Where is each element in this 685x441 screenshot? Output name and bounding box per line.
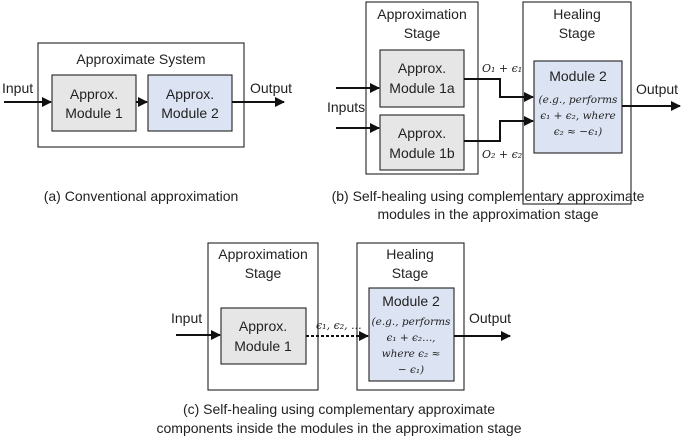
output-label: Output [250, 80, 292, 96]
approx-module-1-c-label-line1: Approx. [239, 318, 287, 334]
output-label-c: Output [469, 310, 511, 326]
approximation-stage-title-c-line1: Approximation [218, 246, 308, 262]
inputs-label: Inputs [327, 99, 365, 115]
caption-b-line2: modules in the approximation stage [377, 206, 598, 222]
healing-module-2-title: Module 2 [549, 68, 607, 84]
wire-label-errors: ϵ₁, ϵ₂, ... [316, 319, 362, 332]
module-1a-to-healing-wire [464, 78, 534, 102]
approximate-system-title: Approximate System [76, 51, 205, 67]
healing-stage-title-line1: Healing [553, 6, 600, 22]
input-label-c: Input [171, 310, 202, 326]
healing-stage-title-c-line2: Stage [392, 265, 429, 281]
healing-module-2-detail-line3: ϵ₂ ≈ −ϵ₁) [554, 126, 603, 138]
panel-a: Approximate System Approx. Module 1 Appr… [2, 42, 292, 204]
healing-stage-title-line2: Stage [559, 25, 596, 41]
wire-label-o2-e2: O₂ + ϵ₂ [482, 148, 522, 161]
healing-module-2-c-detail-line1: (e.g., performs [372, 316, 452, 328]
approx-module-2-box [147, 74, 233, 132]
approx-module-1a-label-line2: Module 1a [389, 80, 455, 96]
approx-module-1a-box [379, 49, 465, 108]
healing-module-2-c-title: Module 2 [382, 293, 440, 309]
healing-module-2-box-c [368, 287, 455, 382]
caption-b-line1: (b) Self-healing using complementary app… [332, 188, 645, 204]
approx-module-2-label-line1: Approx. [166, 86, 214, 102]
approx-module-1-c-label-line2: Module 1 [234, 338, 292, 354]
healing-module-2-detail-line2: ϵ₁ + ϵ₂, where [540, 110, 616, 122]
panel-c: Approximation Stage Healing Stage Approx… [157, 242, 522, 436]
caption-c-line2: components inside the modules in the app… [157, 420, 522, 436]
approx-module-1b-box [379, 114, 465, 171]
healing-module-2-detail-line1: (e.g., performs [539, 94, 619, 106]
caption-a: (a) Conventional approximation [44, 188, 239, 204]
healing-module-2-box [533, 60, 623, 154]
caption-c-line1: (c) Self-healing using complementary app… [183, 401, 495, 417]
approximation-stage-title-line1: Approximation [377, 6, 467, 22]
healing-module-2-c-detail-line3: where ϵ₂ ≈ [382, 348, 441, 360]
approx-module-1-box-c [220, 307, 307, 365]
healing-stage-title-c-line1: Healing [386, 246, 433, 262]
wire-label-o1-e1: O₁ + ϵ₁ [482, 62, 522, 75]
input-label: Input [2, 80, 33, 96]
panel-b: Approximation Stage Healing Stage Approx… [327, 1, 681, 222]
approx-module-1b-label-line2: Module 1b [389, 145, 455, 161]
output-label-b: Output [636, 81, 678, 97]
healing-module-2-c-detail-line4: − ϵ₁) [398, 364, 424, 376]
approx-module-2-label-line2: Module 2 [161, 105, 219, 121]
approximation-stage-title-line2: Stage [404, 25, 441, 41]
approx-module-1-label-line2: Module 1 [65, 105, 123, 121]
healing-module-2-c-detail-line2: ϵ₁ + ϵ₂..., [386, 332, 435, 344]
approx-module-1-box [51, 74, 137, 132]
approx-module-1-label-line1: Approx. [70, 86, 118, 102]
approximation-stage-title-c-line2: Stage [245, 265, 282, 281]
approx-module-1a-label-line1: Approx. [398, 60, 446, 76]
approx-module-1b-label-line1: Approx. [398, 125, 446, 141]
module-1b-to-healing-wire [464, 116, 534, 142]
